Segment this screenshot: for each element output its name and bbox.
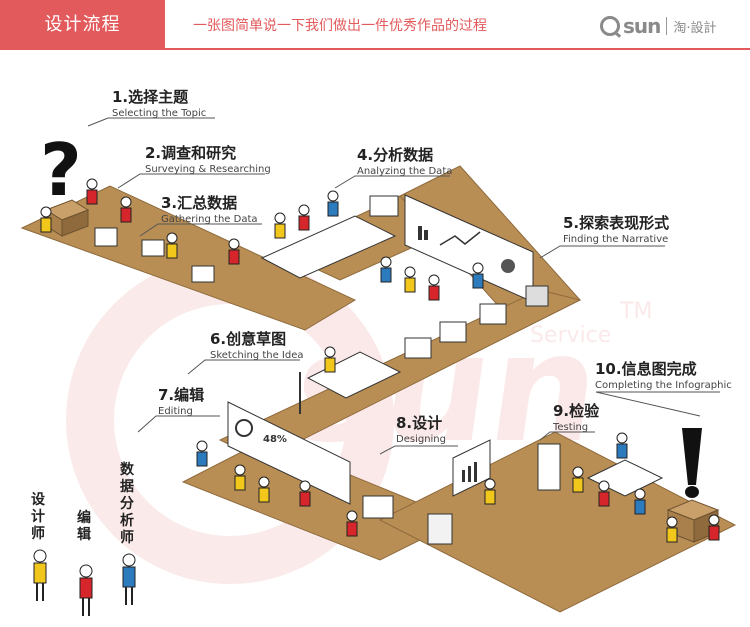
editor-figure-icon [79, 564, 93, 616]
editor-figure [708, 514, 720, 541]
analyst-figure [327, 190, 339, 217]
step-title: 10.信息图完成 [595, 360, 697, 378]
legend-analyst: 数据分析师 [119, 462, 139, 609]
analyst-figure [196, 440, 208, 467]
editor-figure [299, 480, 311, 507]
analyst-figure-icon [122, 553, 136, 605]
monitor [141, 239, 165, 257]
step-title: 6.创意草图 [210, 330, 287, 348]
step-label-7: 7.编辑 Editing [158, 384, 204, 417]
editor-figure [86, 178, 98, 205]
step-title: 8.设计 [396, 414, 443, 432]
step-label-1: 1.选择主题 Selecting the Topic [112, 86, 206, 119]
step-label-8: 8.设计 Designing [396, 412, 446, 445]
header-bar: 设计流程 一张图简单说一下我们做出一件优秀作品的过程 sun 淘·設計 [0, 0, 750, 50]
designer-figure-icon [33, 549, 47, 601]
designer-figure [40, 206, 52, 233]
watermark-service: Service [530, 323, 611, 348]
floor-upper [20, 185, 357, 331]
analyst-figure [634, 488, 646, 515]
step-subtitle: Selecting the Topic [112, 108, 207, 119]
monitor [439, 321, 467, 343]
step-label-2: 2.调查和研究 Surveying & Researching [145, 142, 271, 175]
cabinet [427, 513, 453, 545]
bookshelf [525, 285, 549, 307]
step-label-4: 4.分析数据 Analyzing the Data [357, 144, 452, 177]
question-mark-icon: ? [40, 128, 90, 237]
analyst-figure [380, 256, 392, 283]
step-subtitle: Analyzing the Data [357, 166, 453, 177]
step-subtitle: Surveying & Researching [145, 164, 271, 175]
header-title-tab: 设计流程 [0, 0, 165, 50]
furniture: 48% [94, 194, 664, 545]
step-title: 7.编辑 [158, 386, 205, 404]
step-title: 1.选择主题 [112, 88, 189, 106]
editor-figure [298, 204, 310, 231]
monitor [369, 195, 399, 217]
step-subtitle: Sketching the Idea [210, 350, 304, 361]
designer-figure [234, 464, 246, 491]
header-underline [0, 48, 750, 50]
analysis-board [404, 194, 534, 303]
legend-editor: 编辑 [76, 510, 96, 620]
monitor [404, 337, 432, 359]
step-label-5: 5.探索表现形式 Finding the Narrative [563, 212, 669, 245]
designer-figure [274, 212, 286, 239]
step-label-9: 9.检验 Testing [553, 400, 599, 433]
logo-divider [666, 17, 668, 35]
designer-figure [572, 466, 584, 493]
analyst-figure [472, 262, 484, 289]
legend-designer: 设计师 [30, 492, 50, 605]
legend-label: 设计师 [31, 492, 45, 542]
step-subtitle: Finding the Narrative [563, 234, 669, 245]
editing-board: 48% [227, 401, 351, 505]
logo-word: sun [623, 14, 661, 38]
designer-figure [324, 346, 336, 373]
designer-figure [166, 232, 178, 259]
watermark-tm: TM [619, 299, 652, 324]
step-title: 9.检验 [553, 402, 600, 420]
editor-figure [228, 238, 240, 265]
legend-label: 数据分析师 [120, 462, 134, 546]
step-subtitle: Testing [553, 422, 589, 433]
logo-q-icon [600, 16, 620, 36]
step-label-6: 6.创意草图 Sketching the Idea [210, 328, 304, 361]
analyst-figure [616, 432, 628, 459]
editor-figure [598, 480, 610, 507]
header-subtitle: 一张图简单说一下我们做出一件优秀作品的过程 [193, 18, 487, 34]
bookshelf [537, 443, 561, 491]
step-subtitle: Designing [396, 434, 446, 445]
desk [260, 215, 397, 279]
logo-subtext: 淘·設計 [673, 20, 717, 36]
designer-figure [484, 478, 496, 505]
step-label-10: 10.信息图完成 Completing the Infographic [595, 358, 732, 391]
step-title: 3.汇总数据 [161, 194, 238, 212]
board-percent-text: 48% [263, 434, 287, 445]
step-subtitle: Completing the Infographic [595, 380, 732, 391]
step-subtitle: Editing [158, 406, 193, 417]
editor-figure [120, 196, 132, 223]
monitor [479, 303, 507, 325]
designer-figure [258, 476, 270, 503]
designer-figure [404, 266, 416, 293]
brand-logo: sun 淘·設計 [600, 14, 717, 38]
step-label-3: 3.汇总数据 Gathering the Data [161, 192, 258, 225]
sketch-table [306, 351, 402, 399]
step-title: 2.调查和研究 [145, 144, 237, 162]
label-leaders [87, 117, 720, 455]
workflow-illustration: sun TM Service ? [20, 117, 737, 613]
design-board [452, 439, 491, 497]
svg-text:?: ? [40, 128, 82, 212]
designer-figure [666, 516, 678, 543]
monitor [191, 265, 215, 283]
editor-figure [428, 274, 440, 301]
step-title: 4.分析数据 [357, 146, 434, 164]
paper-stack [94, 227, 118, 247]
monitor [362, 495, 394, 519]
step-title: 5.探索表现形式 [563, 214, 670, 232]
legend-label: 编辑 [77, 510, 91, 543]
step-subtitle: Gathering the Data [161, 214, 258, 225]
people [40, 178, 720, 543]
editor-figure [346, 510, 358, 537]
